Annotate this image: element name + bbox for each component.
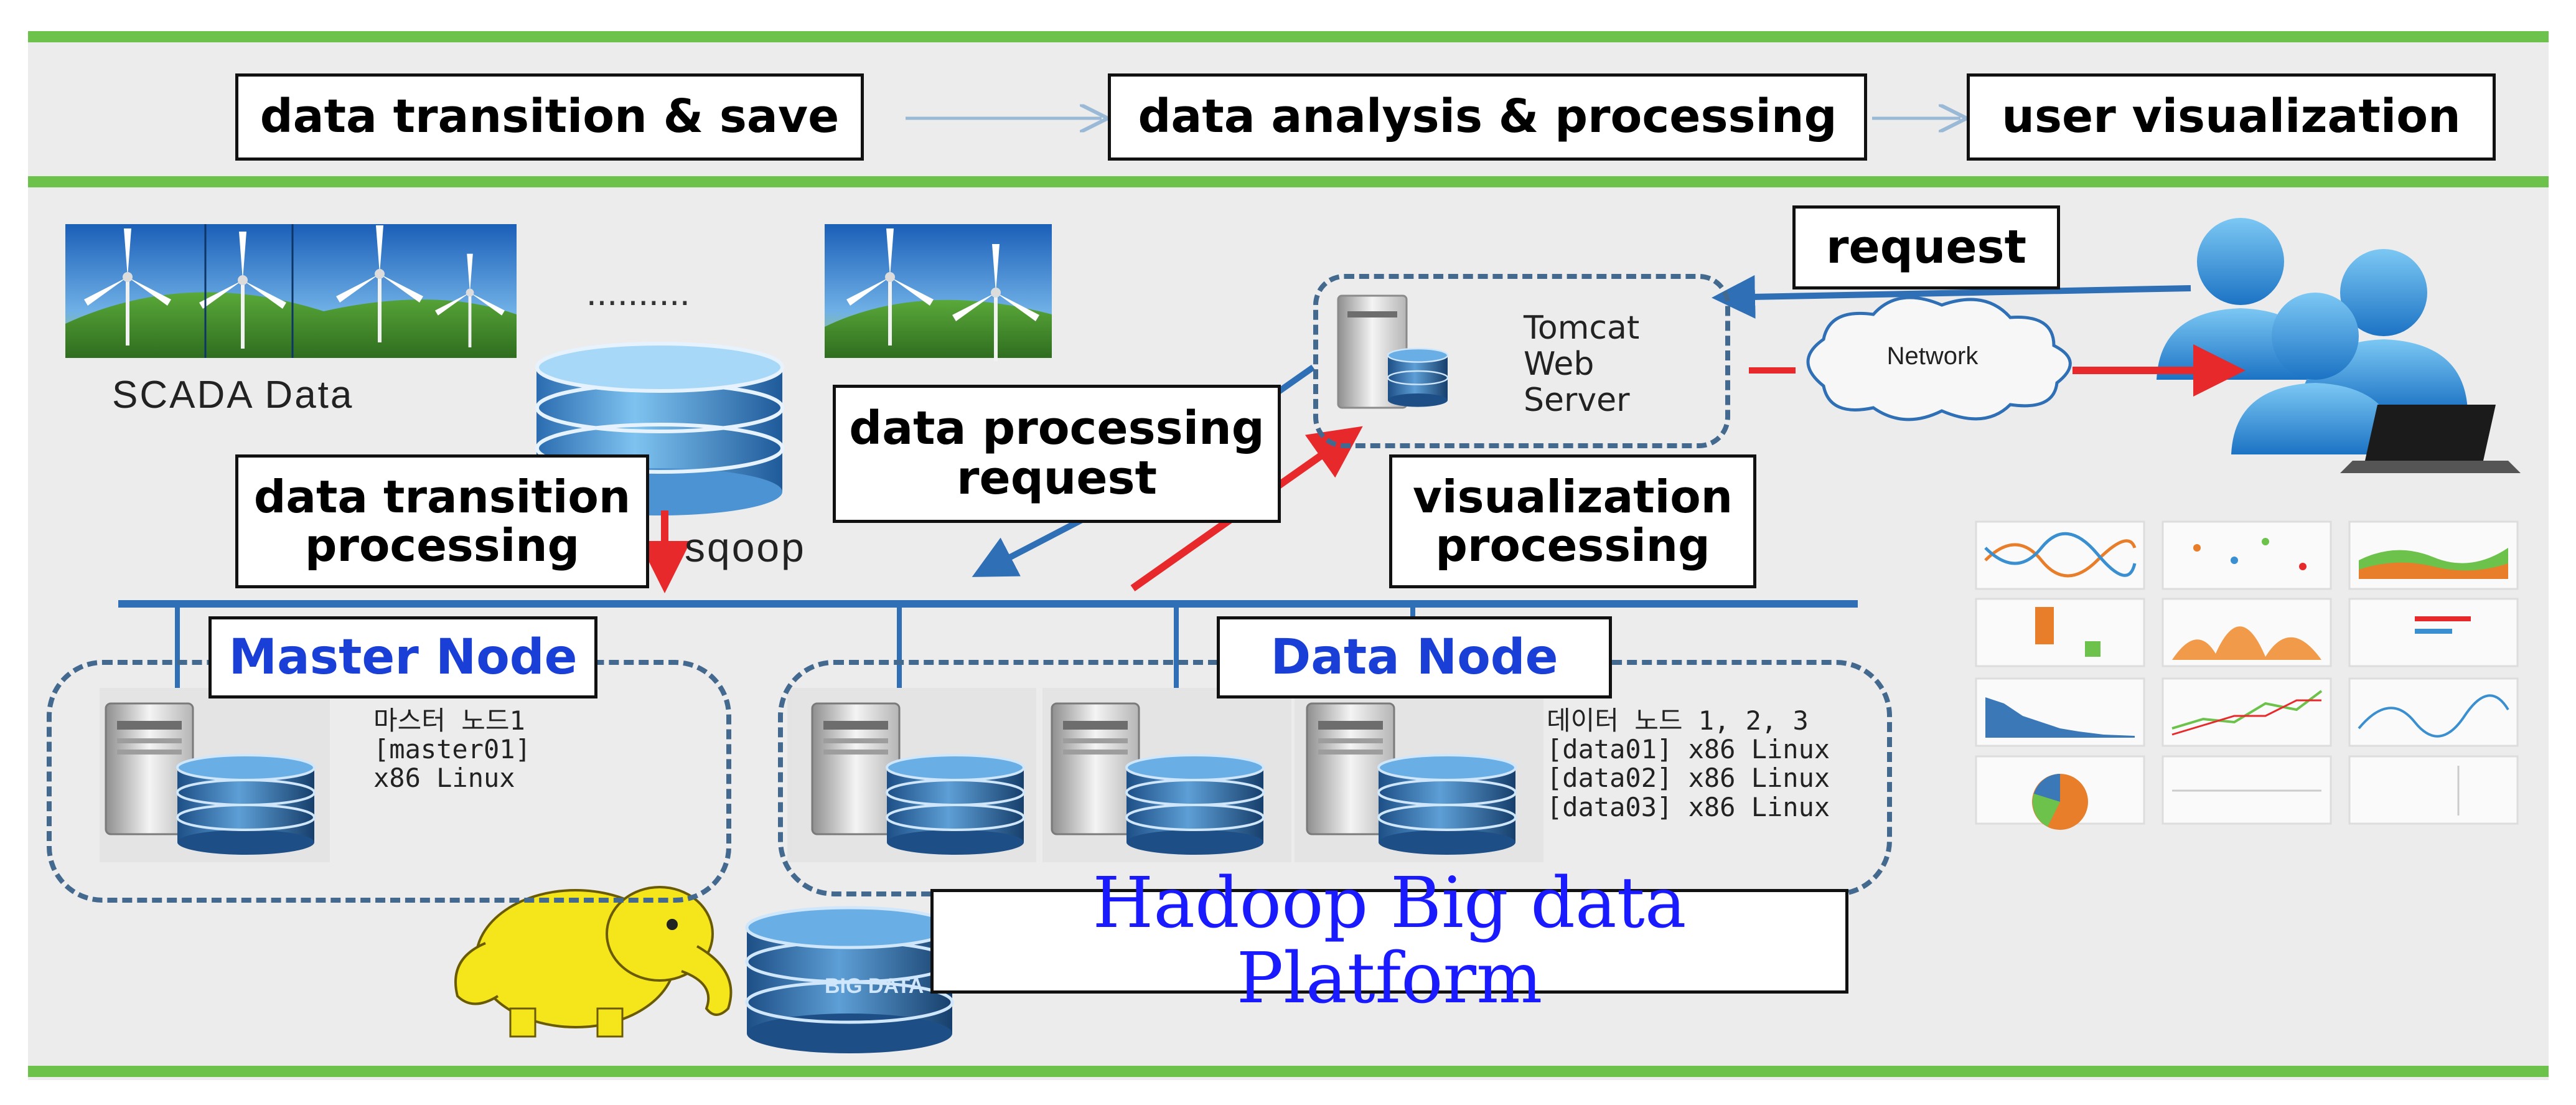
wind-turbine-icon <box>65 224 517 358</box>
top-rule <box>28 31 2549 42</box>
server-icon-master <box>100 688 330 862</box>
hadoop-platform-title: Hadoop Big data Platform <box>930 866 1848 1016</box>
visualization-processing-callout: visualization processing <box>1389 454 1756 588</box>
master-node-title: Master Node <box>208 616 597 698</box>
data-transition-processing-callout: data transition processing <box>235 454 649 588</box>
master-node-details: 마스터 노드1 [master01] x86 Linux <box>373 705 531 794</box>
step-data-transition-save: data transition & save <box>235 73 864 161</box>
server-icon-data02 <box>1042 688 1291 862</box>
data-node-line-3: [data02] x86 Linux <box>1547 763 1830 794</box>
data-node-line-4: [data03] x86 Linux <box>1547 791 1830 822</box>
step-data-analysis-processing: data analysis & processing <box>1108 73 1867 161</box>
server-icon-data03 <box>1295 688 1543 862</box>
server-icon-tomcat <box>1337 294 1449 409</box>
network-label: Network <box>1887 342 1979 370</box>
master-node-line-3: x86 Linux <box>373 763 515 794</box>
database-icon-bigdata <box>745 906 954 1053</box>
header-rule <box>28 176 2549 187</box>
data-processing-request-callout: data processing request <box>833 385 1281 523</box>
sqoop-label: sqoop <box>685 524 806 570</box>
elephant-icon <box>454 886 733 1038</box>
step-user-visualization: user visualization <box>1967 73 2496 161</box>
wind-turbine-icon-single <box>825 224 1052 361</box>
request-callout: request <box>1792 205 2060 289</box>
laptop-icon <box>2340 405 2521 473</box>
ellipsis-label: .......... <box>586 271 690 313</box>
arrow-user-request <box>1712 275 2191 319</box>
bottom-rule <box>28 1066 2549 1077</box>
data-node-details: 데이터 노드 1, 2, 3 [data01] x86 Linux [data0… <box>1547 705 1830 822</box>
master-node-line-2: [master01] <box>373 734 531 765</box>
master-node-line-1: 마스터 노드1 <box>373 705 525 736</box>
data-node-title: Data Node <box>1217 616 1612 698</box>
tomcat-server-label: Tomcat Web Server <box>1524 309 1640 420</box>
data-node-line-1: 데이터 노드 1, 2, 3 <box>1547 705 1809 736</box>
data-node-line-2: [data01] x86 Linux <box>1547 734 1830 765</box>
scada-label: SCADA Data <box>112 374 354 416</box>
tomcat-server-group <box>1313 274 1730 448</box>
cloud-icon <box>1806 296 2072 421</box>
visualization-thumbnails <box>1975 520 2519 830</box>
bigdata-db-label: BIG DATA <box>825 974 924 998</box>
server-icon-data01 <box>787 688 1036 862</box>
